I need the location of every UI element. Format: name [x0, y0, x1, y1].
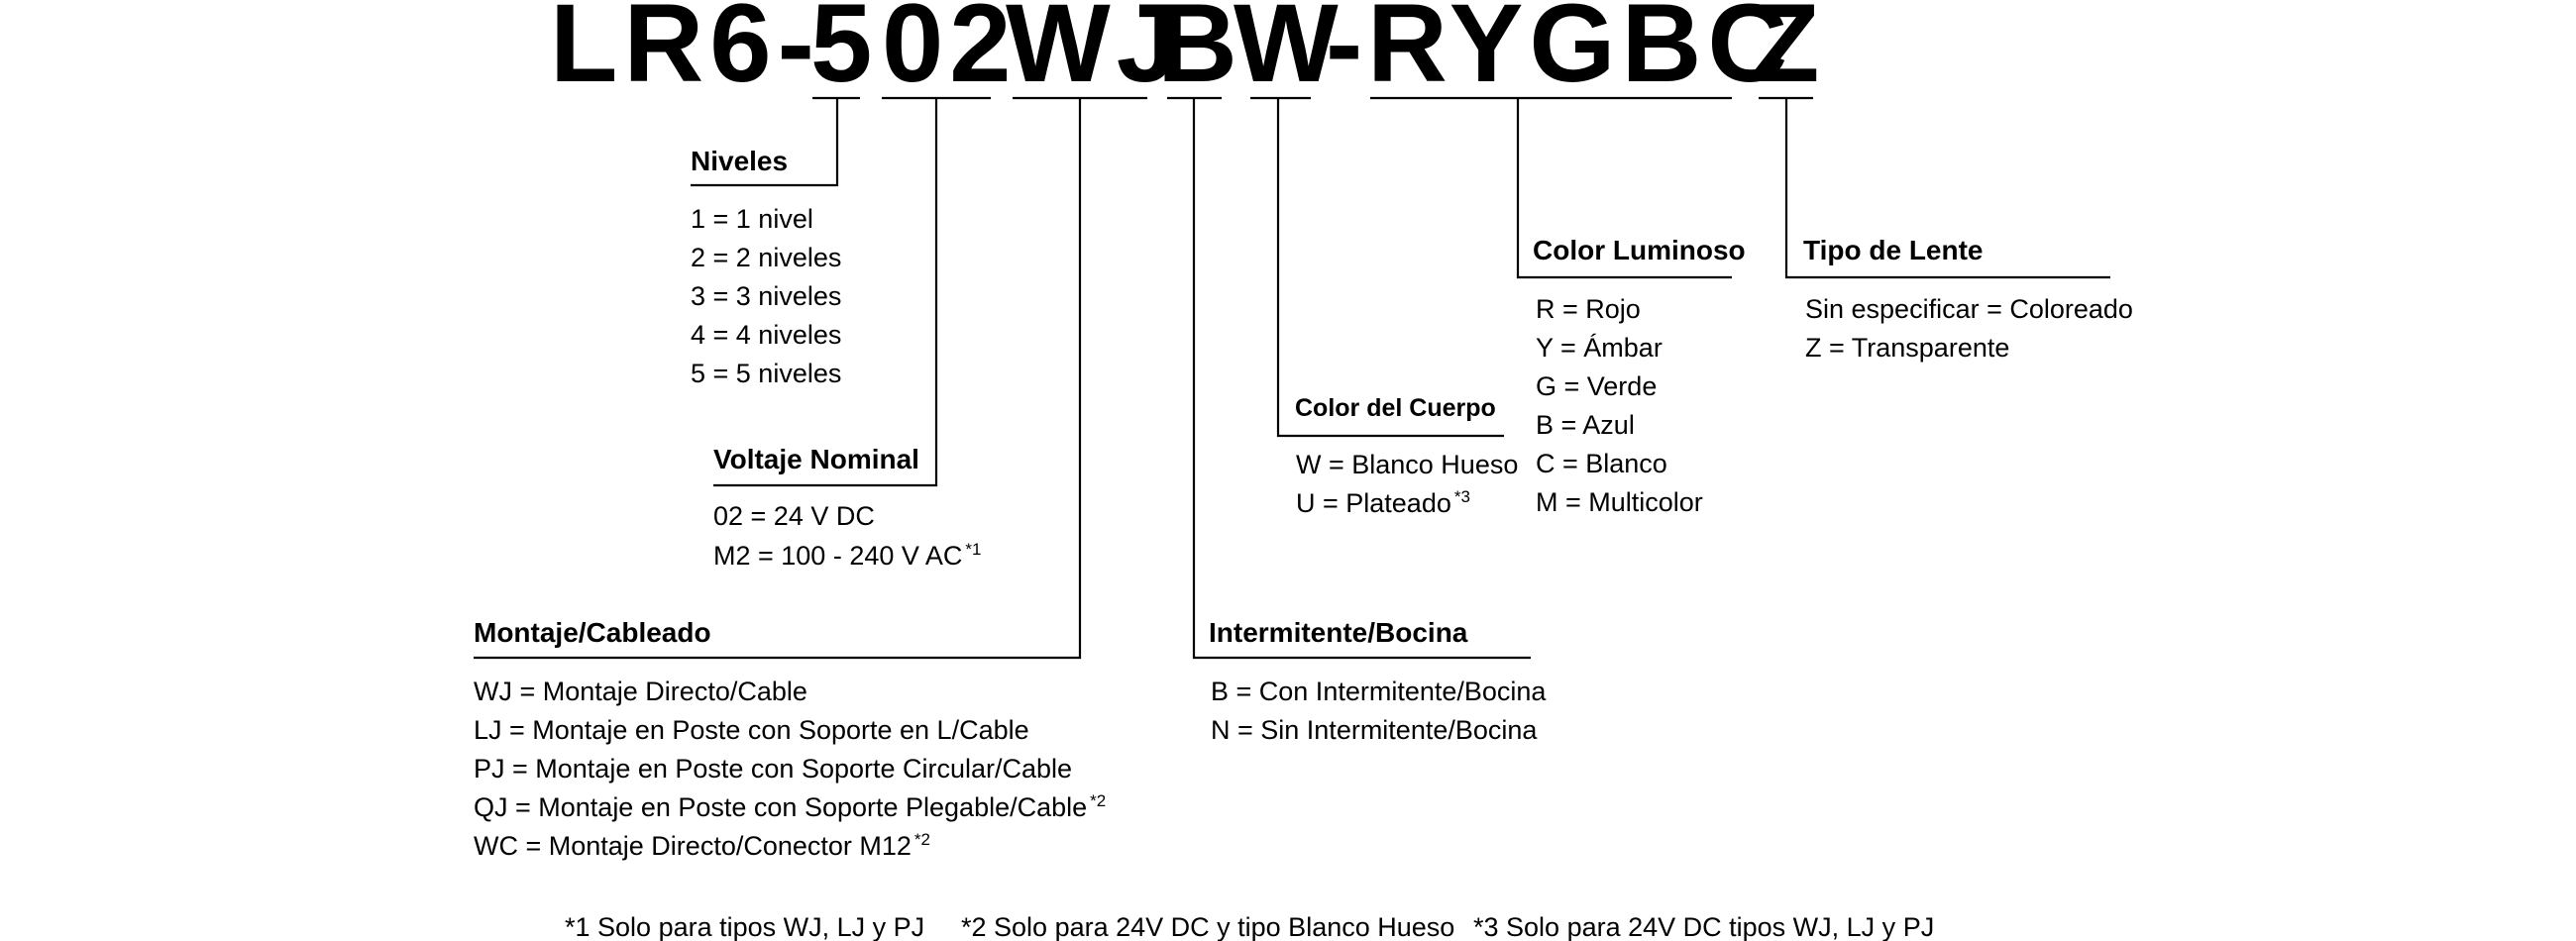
cuerpo-item-1: W = Blanco Hueso	[1296, 450, 1518, 479]
section-luminoso: Color Luminoso R = Rojo Y = Ámbar G = Ve…	[1533, 235, 1746, 517]
niveles-item-1: 1 = 1 nivel	[691, 204, 813, 234]
code-mount: WJ	[1006, 0, 1184, 105]
luminoso-item-4: B = Azul	[1536, 410, 1635, 440]
lente-item-1: Sin especificar = Coloreado	[1805, 294, 2133, 324]
leader-niveles	[691, 98, 839, 187]
footnotes: *1 Solo para tipos WJ, LJ y PJ *2 Solo p…	[565, 912, 1934, 941]
niveles-item-5: 5 = 5 niveles	[691, 359, 841, 388]
luminoso-item-1: R = Rojo	[1536, 294, 1641, 324]
lente-title: Tipo de Lente	[1803, 235, 1984, 265]
voltaje-title: Voltaje Nominal	[713, 444, 919, 474]
section-niveles: Niveles 1 = 1 nivel 2 = 2 niveles 3 = 3 …	[691, 146, 841, 388]
luminoso-title: Color Luminoso	[1533, 235, 1746, 265]
montaje-title: Montaje/Cableado	[474, 617, 711, 648]
luminoso-item-3: G = Verde	[1536, 371, 1657, 401]
code-lens: Z	[1752, 0, 1825, 105]
section-voltaje: Voltaje Nominal 02 = 24 V DC M2 = 100 - …	[713, 444, 981, 571]
leader-voltaje	[713, 98, 938, 487]
voltaje-item-1: 02 = 24 V DC	[713, 501, 875, 531]
section-cuerpo: Color del Cuerpo W = Blanco Hueso U = Pl…	[1295, 394, 1518, 518]
luminoso-item-6: M = Multicolor	[1536, 487, 1703, 517]
montaje-item-3: PJ = Montaje en Poste con Soporte Circul…	[474, 754, 1072, 784]
code-colors: RYGBC	[1367, 0, 1793, 105]
voltaje-item-2: M2 = 100 - 240 V AC*1	[713, 540, 981, 571]
section-montaje: Montaje/Cableado WJ = Montaje Directo/Ca…	[474, 617, 1106, 861]
montaje-item-1: WJ = Montaje Directo/Cable	[474, 677, 807, 706]
leader-luminoso	[1516, 98, 1732, 279]
code-body: W	[1234, 0, 1344, 105]
leader-cuerpo	[1276, 98, 1504, 438]
montaje-footnote-ref-4: *2	[1090, 791, 1106, 810]
leader-intermitente	[1192, 98, 1531, 660]
voltaje-footnote-ref: *1	[965, 540, 981, 559]
code-prefix: LR6-	[550, 0, 820, 105]
leader-lines	[474, 96, 2110, 660]
intermitente-item-2: N = Sin Intermitente/Bocina	[1211, 715, 1538, 745]
model-code: LR6- 5 02 WJ B W - RYGBC Z	[550, 0, 1825, 105]
luminoso-item-5: C = Blanco	[1536, 449, 1667, 478]
cuerpo-title: Color del Cuerpo	[1295, 394, 1496, 422]
cuerpo-item-2: U = Plateado*3	[1296, 487, 1470, 518]
code-flash: B	[1157, 0, 1243, 105]
niveles-item-2: 2 = 2 niveles	[691, 243, 841, 272]
intermitente-item-1: B = Con Intermitente/Bocina	[1211, 677, 1547, 706]
footnote-3: *3 Solo para 24V DC tipos WJ, LJ y PJ	[1473, 912, 1934, 941]
luminoso-item-2: Y = Ámbar	[1536, 333, 1663, 363]
lente-item-2: Z = Transparente	[1805, 333, 2009, 363]
footnote-2: *2 Solo para 24V DC y tipo Blanco Hueso	[961, 912, 1454, 941]
section-lente: Tipo de Lente Sin especificar = Coloread…	[1803, 235, 2133, 363]
cuerpo-footnote-ref: *3	[1454, 487, 1470, 506]
leader-montaje	[474, 98, 1082, 660]
section-intermitente: Intermitente/Bocina B = Con Intermitente…	[1209, 617, 1547, 745]
montaje-item-4: QJ = Montaje en Poste con Soporte Plegab…	[474, 791, 1106, 822]
niveles-title: Niveles	[691, 146, 788, 176]
montaje-item-2: LJ = Montaje en Poste con Soporte en L/C…	[474, 715, 1029, 745]
niveles-item-3: 3 = 3 niveles	[691, 281, 841, 311]
code-levels: 5	[810, 0, 878, 105]
montaje-footnote-ref-5: *2	[914, 830, 930, 849]
montaje-item-5: WC = Montaje Directo/Conector M12*2	[474, 830, 930, 861]
code-dash: -	[1326, 0, 1368, 105]
footnote-1: *1 Solo para tipos WJ, LJ y PJ	[565, 912, 924, 941]
code-voltage: 02	[882, 0, 1018, 105]
intermitente-title: Intermitente/Bocina	[1209, 617, 1468, 648]
niveles-item-4: 4 = 4 niveles	[691, 320, 841, 350]
leader-lente	[1784, 98, 2110, 279]
